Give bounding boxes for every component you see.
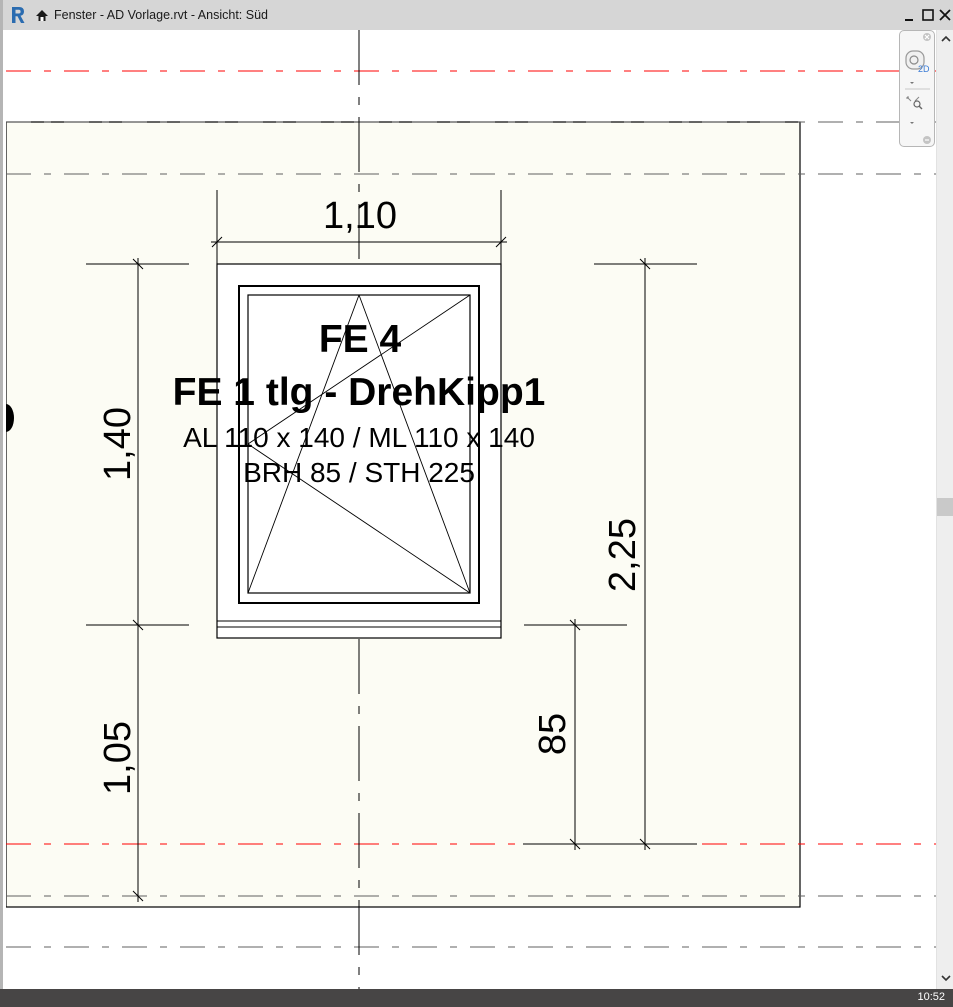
vertical-scrollbar[interactable] [936, 30, 953, 989]
dimension-sill-height[interactable]: 85 [523, 619, 697, 850]
chevron-up-icon[interactable] [939, 33, 953, 45]
window-element[interactable] [216, 263, 502, 639]
navigation-bar[interactable]: 2D [899, 30, 935, 147]
svg-text:FE 1 tlg - DrehKipp1: FE 1 tlg - DrehKipp1 [173, 371, 546, 414]
svg-text:2D: 2D [918, 64, 930, 74]
minimize-icon[interactable] [901, 7, 917, 23]
scrollbar-thumb[interactable] [937, 498, 953, 516]
title-bar[interactable]: Fenster - AD Vorlage.rvt - Ansicht: Süd [3, 0, 953, 30]
dimension-width[interactable]: 1,10 [211, 190, 507, 264]
taskbar-clock[interactable]: 10:52 [917, 991, 945, 1003]
svg-text:BRH 85 / STH 225: BRH 85 / STH 225 [243, 457, 475, 488]
taskbar: 10:52 [0, 989, 953, 1007]
dropdown-icon[interactable] [910, 82, 914, 84]
svg-text:1,10: 1,10 [323, 195, 397, 237]
svg-text:1,40: 1,40 [97, 407, 139, 481]
window-tag[interactable]: FE 4 FE 1 tlg - DrehKipp1 AL 110 x 140 /… [173, 318, 546, 488]
svg-text:85: 85 [532, 713, 574, 755]
svg-text:AL 110 x 140 / ML 110 x 140: AL 110 x 140 / ML 110 x 140 [183, 422, 535, 453]
close-icon[interactable] [923, 33, 931, 41]
zoom-region-icon[interactable] [906, 96, 923, 110]
dimension-chain-left[interactable]: 1,40 1,05 [86, 258, 189, 902]
svg-text:2,25: 2,25 [602, 518, 644, 592]
home-icon[interactable] [35, 9, 49, 22]
close-icon[interactable] [937, 7, 953, 23]
revit-logo-icon[interactable] [11, 6, 25, 24]
maximize-icon[interactable] [920, 7, 936, 23]
steering-wheel-2d-icon[interactable]: 2D [905, 50, 930, 74]
chevron-down-icon[interactable] [939, 972, 953, 984]
dropdown-icon[interactable] [910, 122, 914, 124]
svg-text:1,05: 1,05 [97, 721, 139, 795]
partial-tag-edge [6, 404, 14, 432]
dimension-head-height[interactable]: 2,25 [594, 258, 697, 850]
drawing-canvas[interactable]: 1,10 1,40 1,05 2,25 [6, 30, 936, 989]
svg-text:FE 4: FE 4 [319, 318, 402, 361]
options-icon[interactable] [923, 136, 931, 144]
window-title: Fenster - AD Vorlage.rvt - Ansicht: Süd [54, 8, 268, 22]
